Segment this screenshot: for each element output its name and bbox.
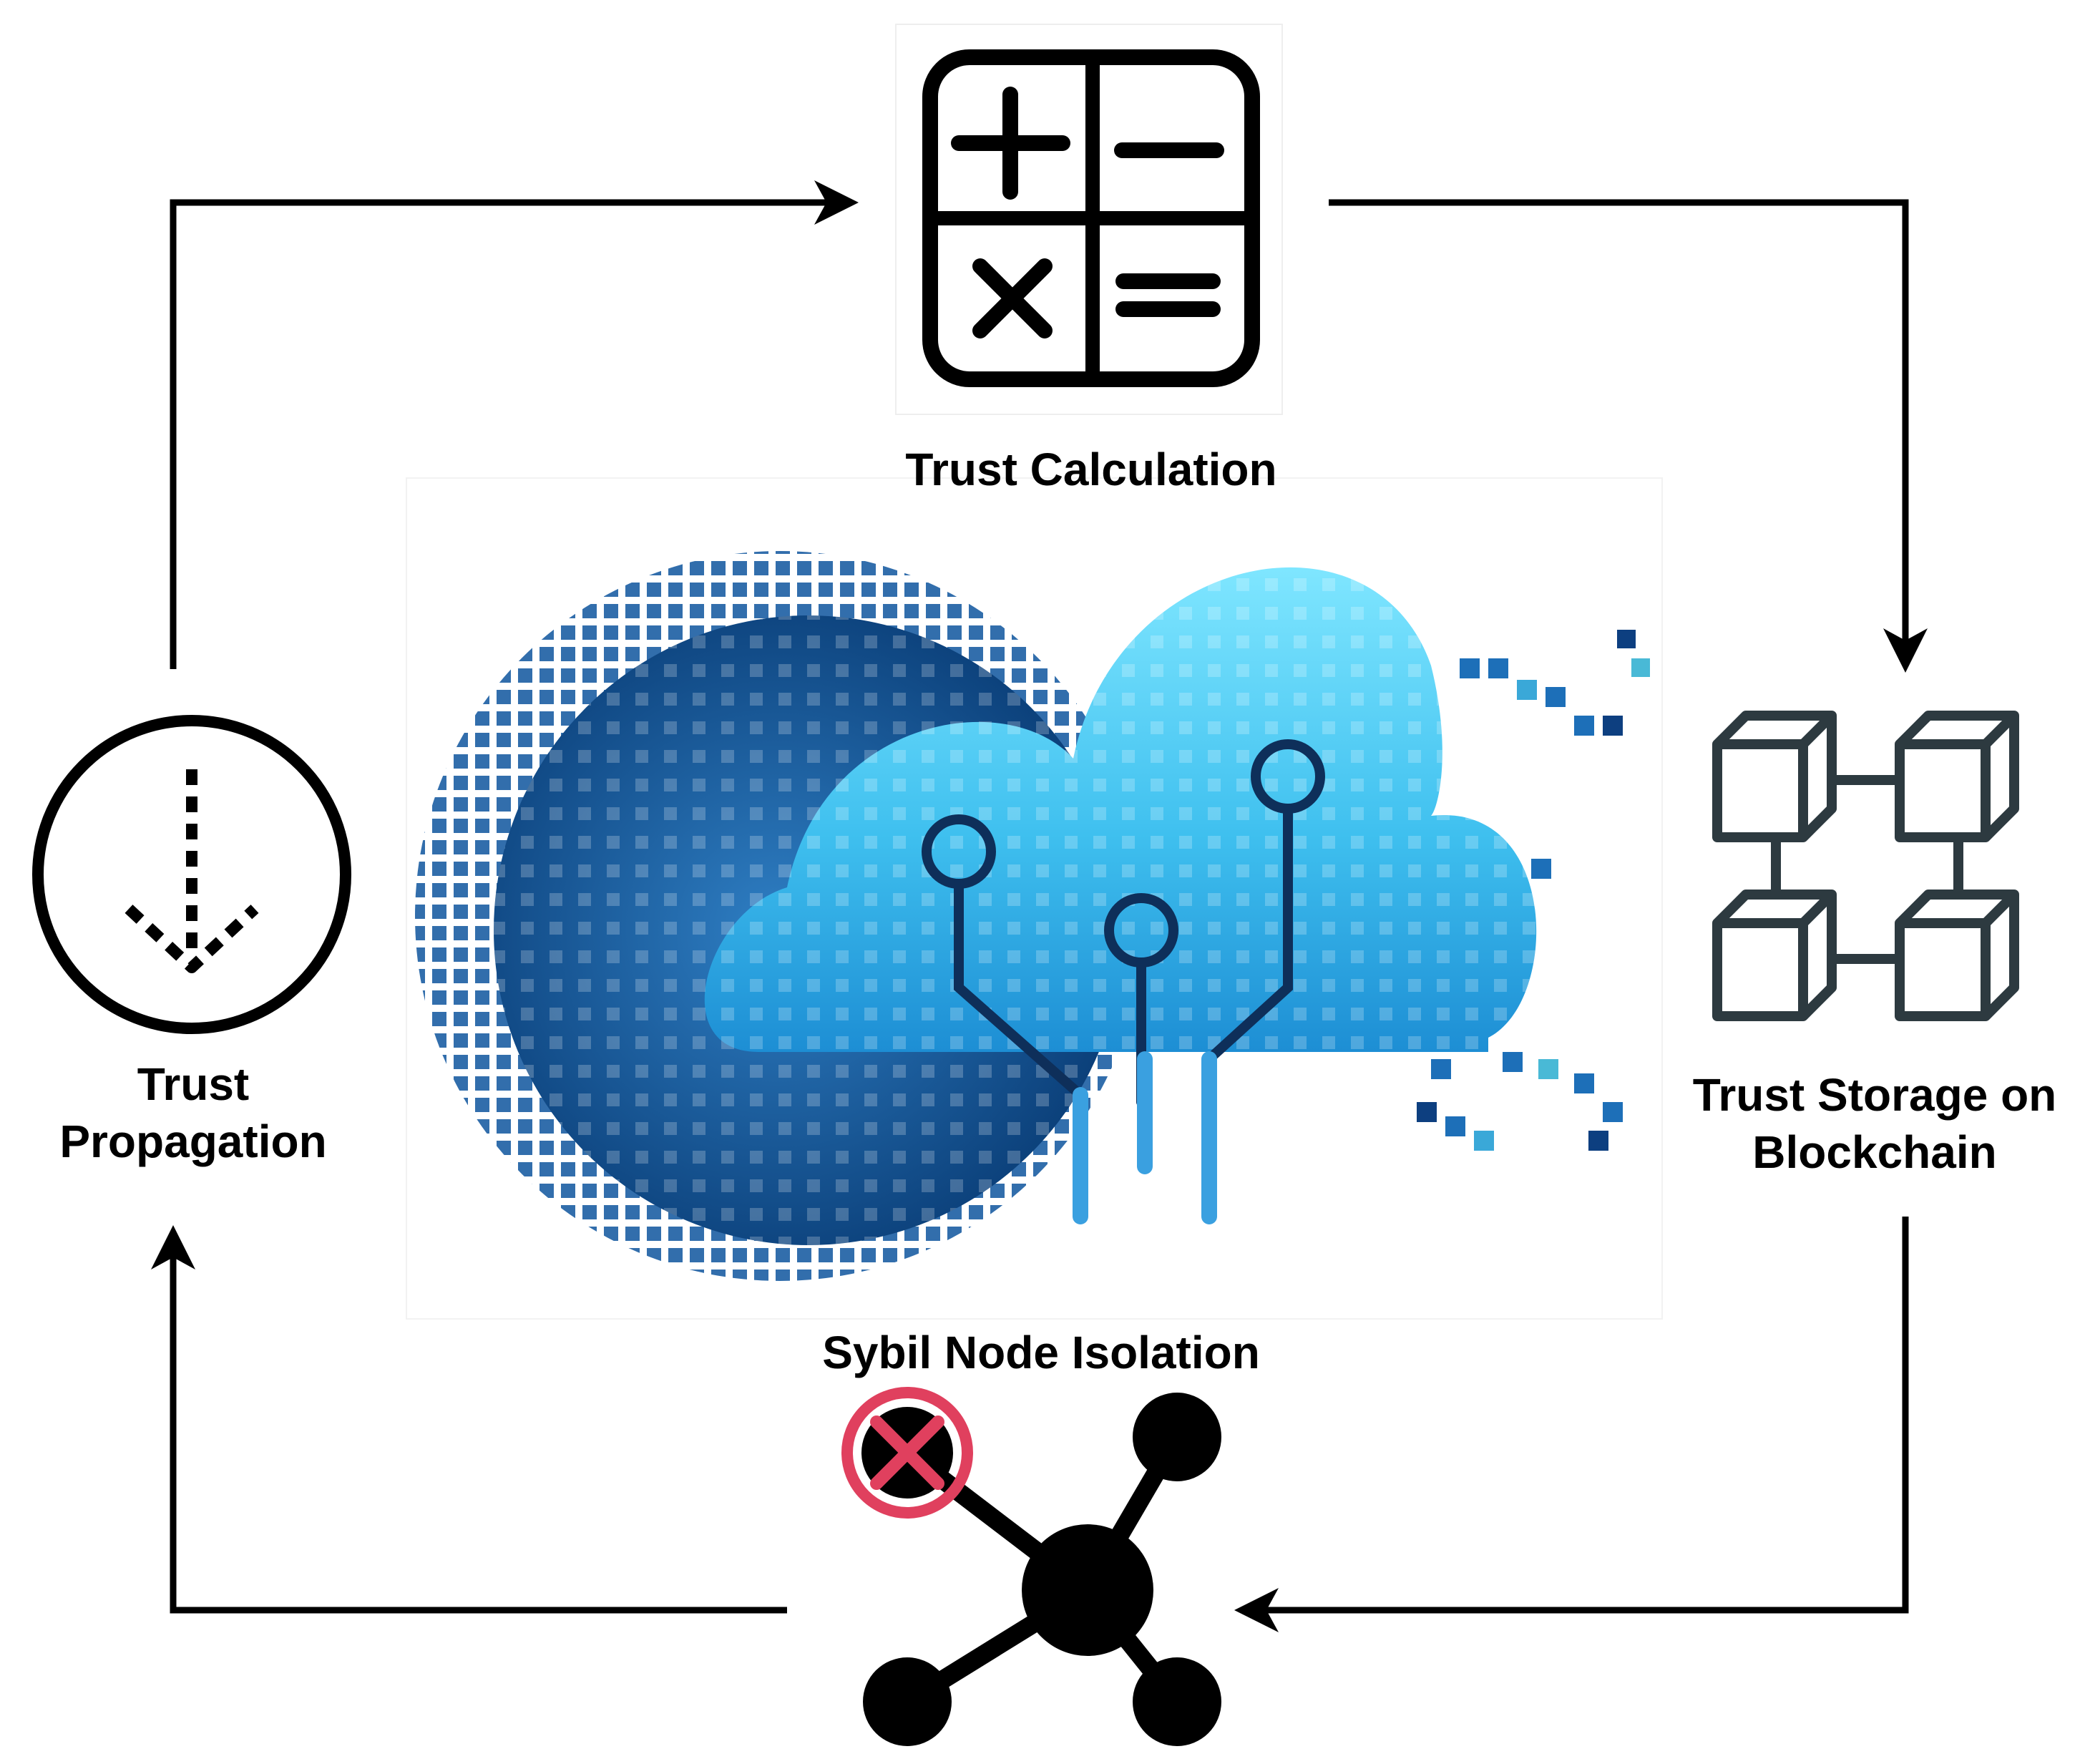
arrow-sybil-to-propagation — [170, 1256, 787, 1614]
trust-calculation-label: Trust Calculation — [905, 444, 1277, 495]
sybil-x-mark-icon — [841, 1387, 973, 1519]
network-node-icon — [841, 1387, 1221, 1746]
sybil-node-isolation-label: Sybil Node Isolation — [822, 1327, 1260, 1378]
arrowhead-left — [1234, 1588, 1279, 1632]
arrow-propagation-to-calculation — [170, 199, 837, 669]
arrow-calculation-to-storage — [1329, 199, 1909, 644]
download-circle-icon — [32, 715, 351, 1034]
trust-storage-label-line2: Blockchain — [1752, 1126, 1997, 1178]
calculator-icon — [895, 24, 1283, 415]
trust-storage-label: Trust Storage on Blockchain — [1674, 1066, 2075, 1181]
arrowhead-up — [151, 1225, 195, 1270]
trust-propagation-label: Trust Propagation — [29, 1056, 358, 1170]
cloud-circuit-icon — [406, 477, 1663, 1320]
arrowhead-down — [1883, 628, 1928, 673]
trust-propagation-label-line2: Propagation — [59, 1116, 327, 1167]
arrow-storage-to-sybil — [1263, 1217, 1909, 1614]
trust-propagation-label-line1: Trust — [137, 1058, 250, 1110]
arrowhead-right — [814, 180, 859, 225]
trust-storage-label-line1: Trust Storage on — [1692, 1069, 2057, 1121]
flow-arrows — [151, 180, 1928, 1632]
blockchain-cubes-icon — [1712, 711, 2019, 1021]
